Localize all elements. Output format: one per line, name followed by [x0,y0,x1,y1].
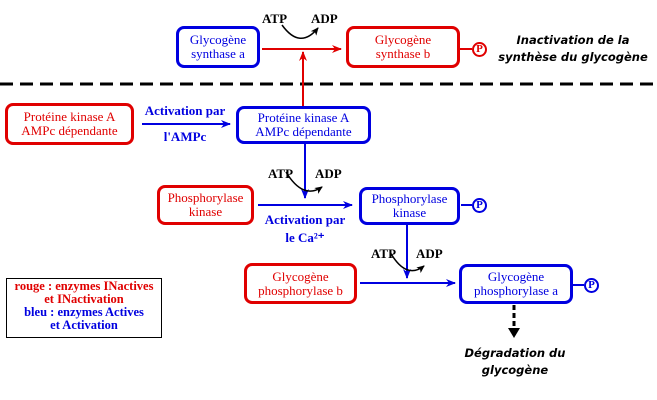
legend-red-line-1: rouge : enzymes INactives [14,279,154,293]
atp-adp-curve-bottom [389,251,425,274]
adp-label-bottom: ADP [416,246,443,261]
legend-blue-line-2: et Activation [50,318,118,332]
inactivation-note: Inactivation de la synthèse du glycogène [488,32,657,66]
box-line: phosphorylase a [473,283,559,298]
box-line: kinase [188,204,223,219]
box-glycogen-phosphorylase-b: Glycogène phosphorylase b [244,263,357,304]
box-pka-active: Protéine kinase A AMPc dépendante [236,106,371,144]
box-glycogen-synthase-a: Glycogène synthase a [176,26,260,68]
note-line: glycogène [481,363,549,377]
legend-blue-line-1: bleu : enzymes Actives [24,305,144,319]
box-line: Phosphorylase [167,190,244,205]
box-line: Protéine kinase A [23,109,116,124]
box-line: synthase a [191,46,245,61]
box-line: AMPc dépendante [21,123,118,138]
degradation-note: Dégradation du glycogène [440,345,590,379]
activation-ampc-label-1: Activation par [144,103,226,118]
atp-adp-curve-mid [285,171,323,194]
box-pka-inactive: Protéine kinase A AMPc dépendante [5,103,134,145]
atp-label-top: ATP [262,11,288,26]
box-line: Glycogène [272,268,329,284]
box-line: kinase [392,205,427,220]
activation-ca-label-1: Activation par [264,212,346,227]
box-line: phosphorylase b [258,282,343,298]
adp-label-top: ADP [311,11,338,26]
box-line: Glycogène [374,32,432,47]
box-phosphorylase-kinase-inactive: Phosphorylase kinase [157,185,254,225]
box-line: Protéine kinase A [257,110,350,125]
activation-ampc-label-2: l'AMPc [163,129,207,144]
box-line: synthase b [375,46,431,61]
box-line: Phosphorylase [371,191,448,206]
box-glycogen-synthase-b: Glycogène synthase b [346,26,460,68]
note-line: Inactivation de la [516,33,630,47]
box-line: Glycogène [189,32,247,47]
atp-label-bottom: ATP [371,246,397,261]
phosphate-circle: P [472,198,487,213]
legend-red-line-2: et INactivation [44,292,124,306]
phosphate-circle: P [472,42,487,57]
box-line: Glycogène [487,269,545,284]
color-legend: rouge : enzymes INactives et INactivatio… [6,278,162,338]
box-phosphorylase-kinase-active: Phosphorylase kinase [359,187,460,225]
phosphate-circle: P [584,278,599,293]
note-line: synthèse du glycogène [498,50,648,64]
atp-label-mid: ATP [268,166,294,181]
box-line: AMPc dépendante [255,124,352,139]
adp-label-mid: ADP [315,166,342,181]
note-line: Dégradation du [464,346,566,360]
activation-ca-label-2: le Ca²⁺ [285,230,325,245]
box-glycogen-phosphorylase-a: Glycogène phosphorylase a [459,264,573,304]
atp-adp-curve-top [281,24,319,39]
